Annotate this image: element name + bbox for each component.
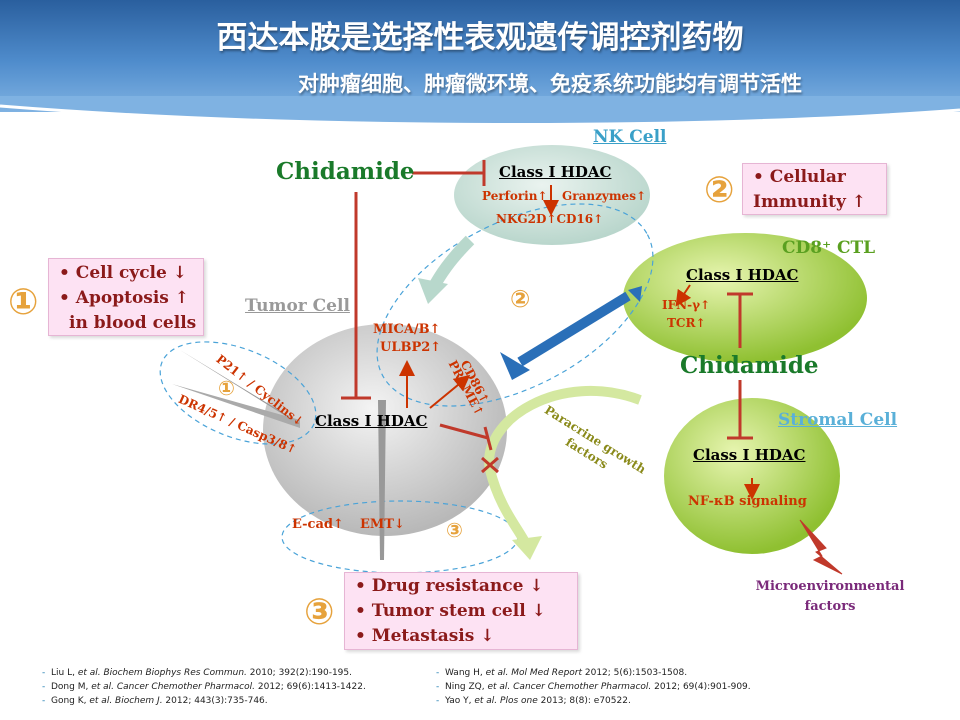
immunity-box: • Cellular Immunity ↑ bbox=[742, 163, 887, 215]
header-band bbox=[0, 0, 960, 112]
nkg2d-label: NKG2D↑CD16↑ bbox=[496, 212, 604, 226]
resistance-box: • Drug resistance ↓ • Tumor stem cell ↓ … bbox=[344, 572, 578, 650]
stromal-cell-label: Stromal Cell bbox=[778, 410, 898, 430]
tumor-hdac-label: Class I HDAC bbox=[315, 412, 428, 430]
nk-cell-label: NK Cell bbox=[593, 127, 667, 147]
cell-cycle-box: • Cell cycle ↓ • Apoptosis ↑ in blood ce… bbox=[48, 258, 204, 336]
cd8-ctl-label: CD8⁺ CTL bbox=[782, 238, 876, 258]
grey-arrow-left bbox=[172, 384, 300, 428]
reference-item: - Wang H, et al. Mol Med Report 2012; 5(… bbox=[436, 668, 688, 678]
stromal-cell bbox=[664, 398, 840, 554]
page-subtitle: 对肿瘤细胞、肿瘤微环境、免疫系统功能均有调节活性 bbox=[298, 72, 802, 96]
box-one-number: ① bbox=[8, 282, 39, 323]
header-wave bbox=[0, 96, 960, 127]
mica-label: MICA/B↑ bbox=[373, 322, 441, 337]
reference-item: - Liu L, et al. Biochem Biophys Res Comm… bbox=[42, 668, 352, 678]
nfkb-label: NF-κB signaling bbox=[688, 494, 807, 509]
tumor-cell-label: Tumor Cell bbox=[245, 296, 350, 316]
region-two bbox=[376, 203, 654, 407]
perforin-label: Perforin↑ bbox=[482, 189, 548, 203]
paracrine-arrow bbox=[484, 386, 642, 551]
grey-arrow-up bbox=[378, 400, 386, 560]
tcr-label: TCR↑ bbox=[667, 316, 706, 330]
nk-hdac-label: Class I HDAC bbox=[499, 163, 612, 181]
diagram-number-two: ② bbox=[510, 285, 531, 313]
diagram-number-one: ① bbox=[218, 376, 235, 400]
ulbp-label: ULBP2↑ bbox=[380, 340, 442, 355]
ecad-label: E-cad↑ bbox=[292, 517, 344, 532]
box-three-number: ③ bbox=[304, 592, 335, 633]
box-two-number: ② bbox=[704, 170, 735, 211]
emt-label: EMT↓ bbox=[360, 517, 405, 532]
region-one bbox=[159, 341, 317, 445]
reference-item: - Yao Y, et al. Plos one 2013; 8(8): e70… bbox=[436, 696, 631, 706]
granzymes-label: Granzymes↑ bbox=[562, 189, 646, 203]
cd8-ctl-cell bbox=[623, 233, 867, 363]
reference-item: - Dong M, et al. Cancer Chemother Pharma… bbox=[42, 682, 366, 692]
lightning-icon bbox=[799, 519, 843, 575]
chidamide-right-label: Chidamide bbox=[680, 352, 819, 379]
ifn-label: IFN-γ↑ bbox=[662, 298, 711, 312]
reference-item: - Ning ZQ, et al. Cancer Chemother Pharm… bbox=[436, 682, 751, 692]
grey-arrow-down-left bbox=[180, 350, 300, 425]
ctl-to-tumor-arrow bbox=[517, 291, 631, 367]
stromal-hdac-label: Class I HDAC bbox=[693, 446, 806, 464]
microenv-label: Microenvironmental factors bbox=[755, 579, 905, 614]
reference-item: - Gong K, et al. Biochem J. 2012; 443(3)… bbox=[42, 696, 268, 706]
references-right: - Wang H, et al. Mol Med Report 2012; 5(… bbox=[436, 666, 751, 708]
chidamide-left-label: Chidamide bbox=[276, 158, 415, 185]
ctl-hdac-label: Class I HDAC bbox=[686, 266, 799, 284]
diagram-number-three: ③ bbox=[446, 518, 463, 542]
references-left: - Liu L, et al. Biochem Biophys Res Comm… bbox=[42, 666, 366, 708]
page-title: 西达本胺是选择性表观遗传调控剂药物 bbox=[216, 20, 744, 56]
